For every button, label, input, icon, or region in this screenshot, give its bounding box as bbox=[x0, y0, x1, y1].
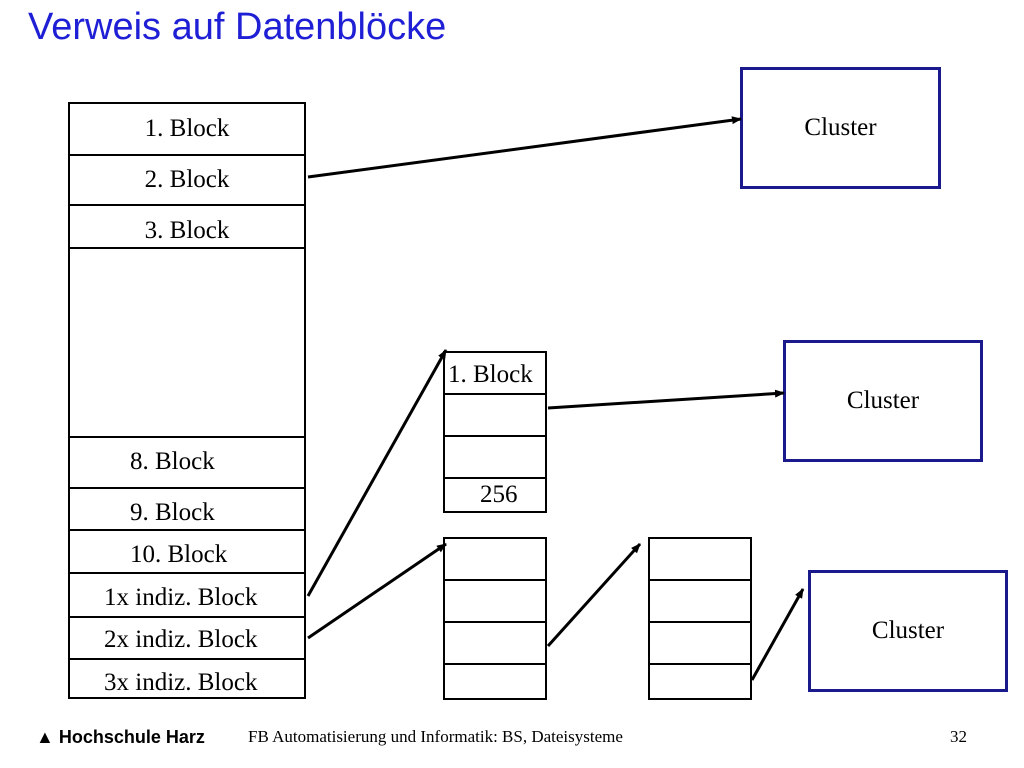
block-8-label: 8. Block bbox=[130, 448, 215, 475]
slide-title: Verweis auf Datenblöcke bbox=[28, 6, 447, 48]
triple-indirect-label: 3x indiz. Block bbox=[104, 669, 258, 696]
block-9-label: 9. Block bbox=[130, 499, 215, 526]
arrow-double-indirect bbox=[307, 542, 447, 640]
block-3-label: 3. Block bbox=[144, 217, 230, 244]
divider bbox=[70, 529, 304, 531]
block-1-label: 1. Block bbox=[144, 115, 230, 142]
cluster-box-1: Cluster bbox=[740, 67, 941, 189]
arrow-single-indirect bbox=[306, 349, 448, 597]
block-10-label: 10. Block bbox=[130, 541, 228, 568]
arrow-block2-to-cluster bbox=[307, 116, 742, 179]
footer-course-text: FB Automatisierung und Informatik: BS, D… bbox=[248, 727, 623, 746]
index-block-single bbox=[443, 351, 547, 513]
page-number: 32 bbox=[950, 727, 967, 746]
double-indirect-block-2 bbox=[648, 537, 752, 700]
divider bbox=[445, 435, 545, 437]
block-2-label: 2. Block bbox=[144, 166, 230, 193]
divider bbox=[70, 572, 304, 574]
footer-logo: ▲ Hochschule Harz bbox=[36, 727, 205, 748]
cluster-box-3: Cluster bbox=[808, 570, 1008, 692]
arrow-level2-to-cluster bbox=[750, 588, 805, 681]
footer-logo-text: Hochschule Harz bbox=[58, 727, 205, 747]
inode-block-table: 1. Block 2. Block 3. Block 8. Block 9. B… bbox=[68, 102, 306, 699]
divider bbox=[650, 663, 750, 665]
divider bbox=[445, 663, 545, 665]
divider bbox=[650, 621, 750, 623]
index-block-count-label: 256 bbox=[480, 481, 518, 508]
double-indirect-block-1 bbox=[443, 537, 547, 700]
divider bbox=[70, 658, 304, 660]
divider bbox=[70, 204, 304, 206]
arrow-level1-to-level2 bbox=[546, 542, 642, 648]
divider bbox=[650, 579, 750, 581]
triangle-logo-icon: ▲ bbox=[36, 727, 54, 747]
divider bbox=[445, 621, 545, 623]
divider bbox=[445, 477, 545, 479]
divider bbox=[70, 487, 304, 489]
divider bbox=[445, 579, 545, 581]
divider bbox=[70, 154, 304, 156]
single-indirect-label: 1x indiz. Block bbox=[104, 584, 258, 611]
index-block-first-label: 1. Block bbox=[448, 361, 533, 388]
arrow-index-to-cluster bbox=[547, 389, 785, 410]
cluster-box-2: Cluster bbox=[783, 340, 983, 462]
divider bbox=[70, 436, 304, 438]
divider bbox=[70, 247, 304, 249]
divider bbox=[70, 616, 304, 618]
double-indirect-label: 2x indiz. Block bbox=[104, 626, 258, 653]
divider bbox=[445, 393, 545, 395]
